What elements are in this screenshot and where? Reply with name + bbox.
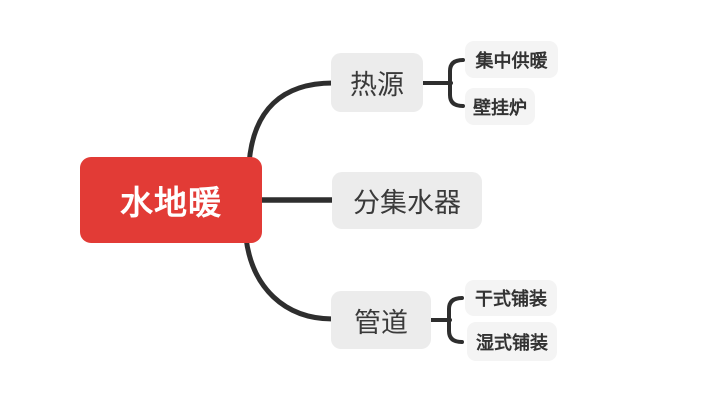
leaf-node-central-heating[interactable]: 集中供暖 — [465, 41, 558, 78]
leaf-node-wall-mounted-boiler[interactable]: 壁挂炉 — [465, 88, 535, 125]
branch-node-heat-source[interactable]: 热源 — [331, 53, 423, 112]
branch-node-manifold[interactable]: 分集水器 — [332, 172, 482, 229]
branch-node-pipe[interactable]: 管道 — [331, 291, 431, 349]
edge-root-to-pipe — [243, 235, 336, 322]
edge-pipe-bracket — [447, 296, 464, 344]
leaf-node-dry-installation[interactable]: 干式铺装 — [465, 280, 557, 316]
edge-heat-source-bracket — [448, 58, 465, 108]
root-node-water-floor-heating[interactable]: 水地暖 — [80, 157, 262, 243]
leaf-node-wet-installation[interactable]: 湿式铺装 — [467, 322, 557, 361]
edge-root-to-heat-source — [246, 80, 336, 167]
